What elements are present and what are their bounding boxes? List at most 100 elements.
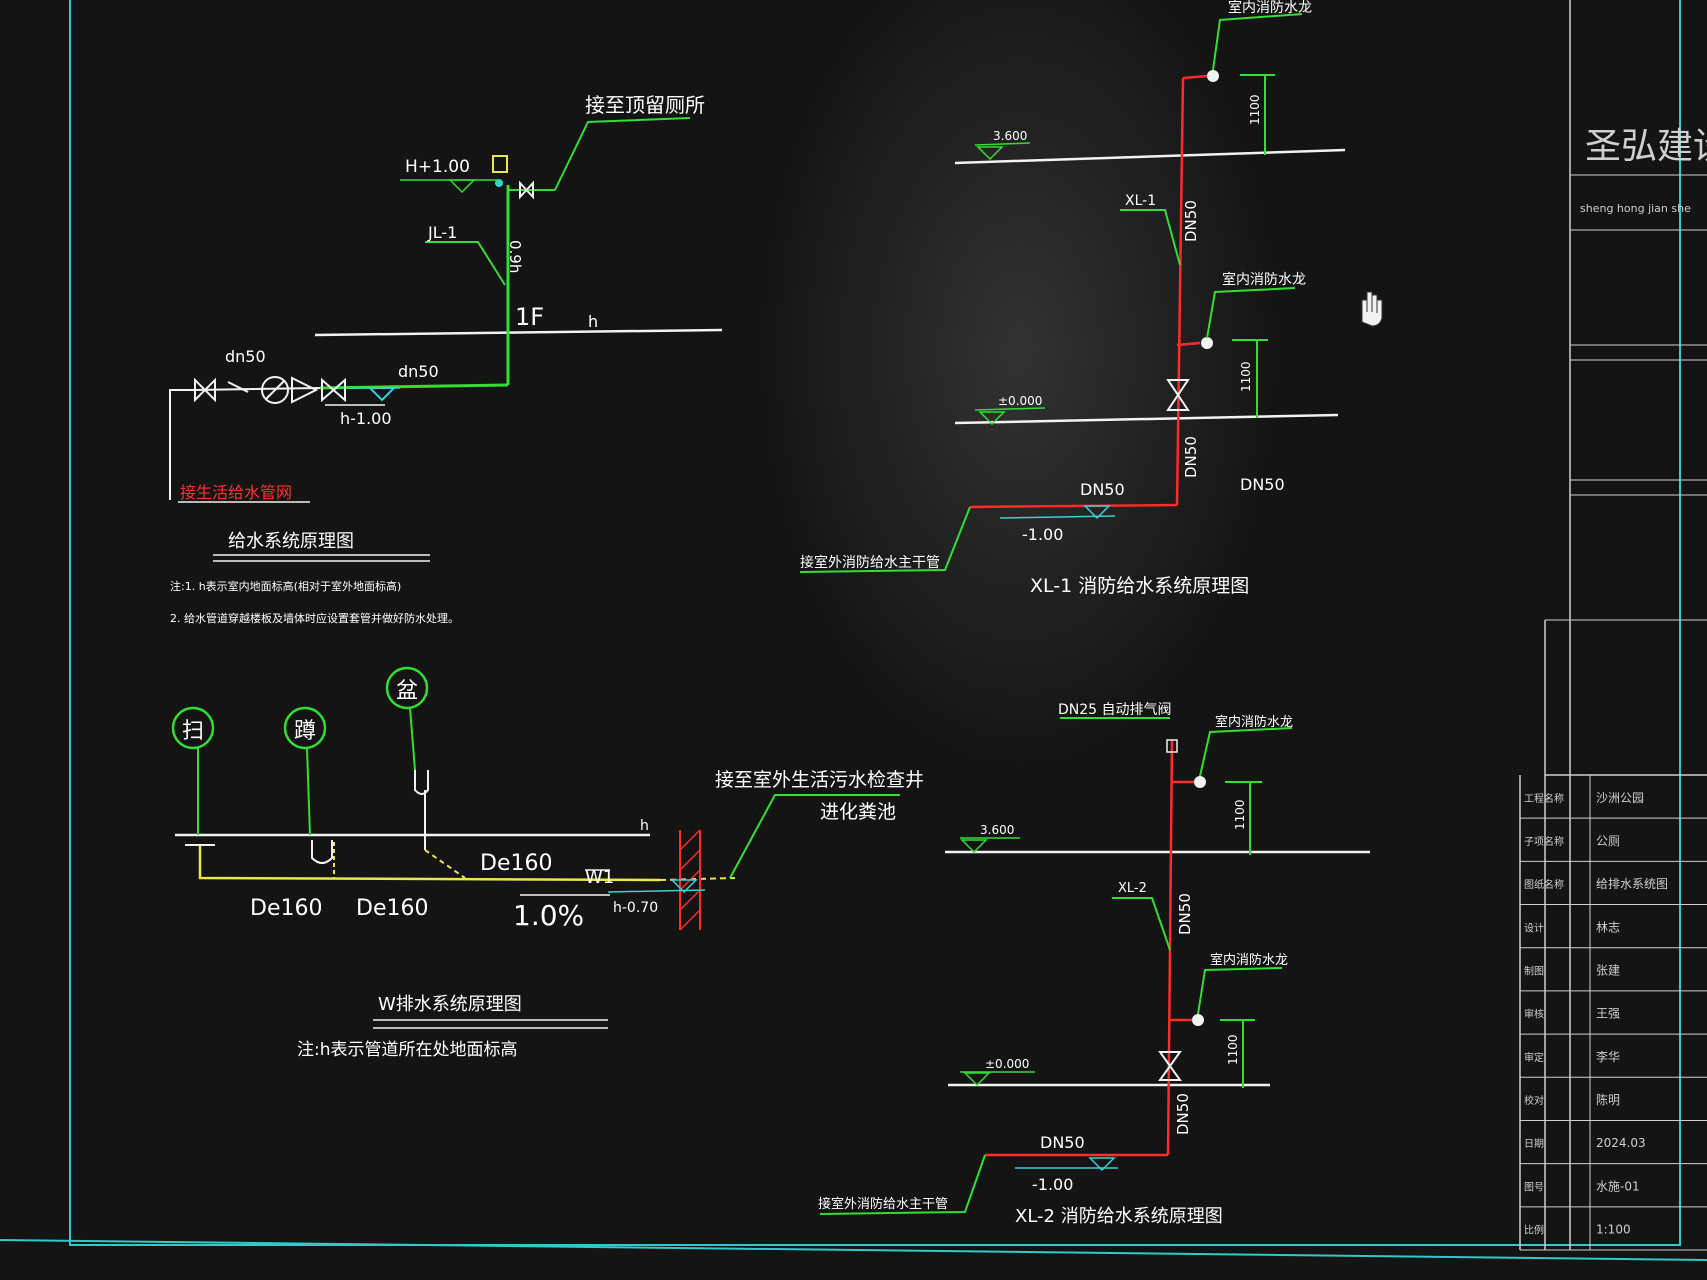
dn50-left: dn50 xyxy=(225,347,266,366)
xl2-elev-roof: 3.600 xyxy=(980,823,1014,837)
xl1-leader-main xyxy=(799,506,971,573)
drain-h-label: h xyxy=(640,818,649,834)
title-block-value: 林志 xyxy=(1596,920,1620,934)
floor-1f: 1F xyxy=(515,303,544,331)
fixture-squat-icon xyxy=(283,706,327,750)
outer-frame xyxy=(69,0,1681,1246)
fixture-2-label: 蹲 xyxy=(294,719,316,744)
note-outlet: 接至室外生活污水检查井 xyxy=(715,769,924,791)
supply-note-1: 注:1. h表示室内地面标高(相对于室外地面标高) xyxy=(170,579,401,593)
xl2-air-vent-icon xyxy=(1166,739,1178,753)
drain-note: 注:h表示管道所在处地面标高 xyxy=(297,1040,518,1060)
elev-h-minus: h-1.00 xyxy=(340,409,392,428)
title-block-value: 1:100 xyxy=(1596,1223,1631,1237)
xl1-leader-riser xyxy=(1120,209,1181,266)
xl2-elev-low-icon xyxy=(1088,1157,1116,1172)
title-block-value: 给排水系统图 xyxy=(1596,877,1668,891)
leader-outlet xyxy=(729,794,900,879)
xl1-elev-ground: ±0.000 xyxy=(998,394,1042,408)
xl1-elev-roof-icon xyxy=(976,146,1004,161)
gate-valve-icon xyxy=(194,377,216,403)
riser-jl1: JL-1 xyxy=(427,223,457,242)
drain-elev: h-0.70 xyxy=(613,900,658,916)
title-block-value: 张建 xyxy=(1596,964,1620,978)
title-block-label: 图号 xyxy=(1524,1181,1544,1193)
drain-main-pipe xyxy=(198,845,661,882)
dn50-right: dn50 xyxy=(398,362,439,381)
drain-system: 扫 蹲 盆 接至室外生活污水检查井 进化粪池 h De160 De160 De1… xyxy=(171,666,924,1060)
roof-valve-icon xyxy=(519,180,534,200)
floor-h: h xyxy=(588,312,598,331)
xl2-valve-top: 室内消防水龙 xyxy=(1215,714,1293,730)
title-block-label: 比例 xyxy=(1524,1224,1544,1237)
drain-title: W排水系统原理图 xyxy=(378,994,522,1015)
de160-upper: De160 xyxy=(480,851,552,876)
elev-h-plus: H+1.00 xyxy=(405,157,470,177)
xl1-gate-valve-icon xyxy=(1166,379,1190,411)
check-valve-icon xyxy=(227,381,249,393)
xl2-leader-main xyxy=(819,1154,986,1215)
xl2-elev-ground: ±0.000 xyxy=(985,1057,1029,1071)
faucet-icon xyxy=(492,155,508,173)
xl2-dim-b-label: 1100 xyxy=(1226,1034,1240,1065)
fixture-1-label: 扫 xyxy=(182,719,204,744)
supply-note-2: 2. 给水管道穿越楼板及墙体时应设置套管并做好防水处理。 xyxy=(170,611,459,625)
xl1-dim-a-label: 1100 xyxy=(1248,94,1262,125)
frame-bottom xyxy=(0,1239,1707,1261)
supply-inlet-pipe xyxy=(169,389,195,500)
title-block-label: 图纸名称 xyxy=(1524,878,1564,891)
xl1-elev-low: -1.00 xyxy=(1022,525,1063,544)
xl2-hose-valve-top-icon xyxy=(1194,776,1206,788)
xl2-dn50-v1: DN50 xyxy=(1176,893,1194,935)
xl1-dim-b-label: 1100 xyxy=(1239,361,1253,392)
xl2-main-note: 接室外消防给水主干管 xyxy=(818,1196,948,1212)
title-block-label: 日期 xyxy=(1524,1138,1544,1150)
xl2-valve-mid: 室内消防水龙 xyxy=(1210,952,1288,968)
xl1-riser xyxy=(1175,77,1185,506)
drain-elevation-icon xyxy=(670,879,698,894)
xl1-horizontal xyxy=(969,503,1178,509)
xl2-system: DN25 自动排气阀 室内消防水龙 1100 3.600 XL-2 DN50 室… xyxy=(818,702,1370,1227)
xl2-leader-top xyxy=(1199,727,1293,777)
xl1-dn50-v1: DN50 xyxy=(1182,200,1200,242)
xl1-dn50-h: DN50 xyxy=(1080,480,1125,499)
supply-title: 给水系统原理图 xyxy=(228,531,354,552)
title-block-label: 设计 xyxy=(1524,921,1544,934)
red-note-network: 接生活给水管网 xyxy=(180,483,292,502)
water-meter-icon xyxy=(261,376,289,404)
elevation-marker-icon xyxy=(367,387,397,402)
title-block-value: 陈明 xyxy=(1596,1092,1620,1107)
screen-glare xyxy=(760,0,1280,770)
supply-horizontal-pipe xyxy=(319,383,509,390)
fixture-cleanout-icon xyxy=(171,706,215,750)
xl2-elev-ground-icon xyxy=(963,1072,991,1087)
xl1-leader-mid xyxy=(1206,287,1296,339)
xl2-vent-label: DN25 自动排气阀 xyxy=(1058,702,1172,718)
xl1-system: 室内消防水龙 3.600 XL-1 DN50 1100 室内消防水龙 1100 … xyxy=(799,0,1346,597)
xl1-elev-ground-icon xyxy=(978,411,1006,426)
trap-icon xyxy=(311,840,333,864)
fixture-basin-icon xyxy=(385,666,429,710)
xl2-title: XL-2 消防给水系统原理图 xyxy=(1015,1206,1223,1227)
xl2-hose-valve-mid-icon xyxy=(1192,1014,1204,1026)
xl1-hose-valve-mid-icon xyxy=(1201,337,1213,349)
title-block-label: 制图 xyxy=(1524,965,1544,978)
gate-valve-2-icon xyxy=(321,377,346,403)
title-block-label: 审定 xyxy=(1524,1051,1544,1064)
xl2-elev-low: -1.00 xyxy=(1032,1175,1073,1194)
xl1-level-ground xyxy=(954,413,1339,425)
xl1-main-note: 接室外消防给水主干管 xyxy=(800,554,940,571)
fixture-3-label: 盆 xyxy=(396,679,418,704)
xl1-title: XL-1 消防给水系统原理图 xyxy=(1030,575,1249,597)
xl1-elev-roof: 3.600 xyxy=(993,129,1027,143)
title-block-value: 沙洲公园 xyxy=(1596,791,1644,805)
supply-valve-line xyxy=(194,387,321,391)
strainer-icon xyxy=(291,376,319,404)
leader-jl1 xyxy=(425,241,506,286)
title-block-value: 2024.03 xyxy=(1596,1136,1646,1150)
xl1-hose-valve-top-icon xyxy=(1207,70,1219,82)
xl1-dn50-v2: DN50 xyxy=(1182,436,1200,478)
dim-vertical: 0.9h xyxy=(506,240,524,273)
